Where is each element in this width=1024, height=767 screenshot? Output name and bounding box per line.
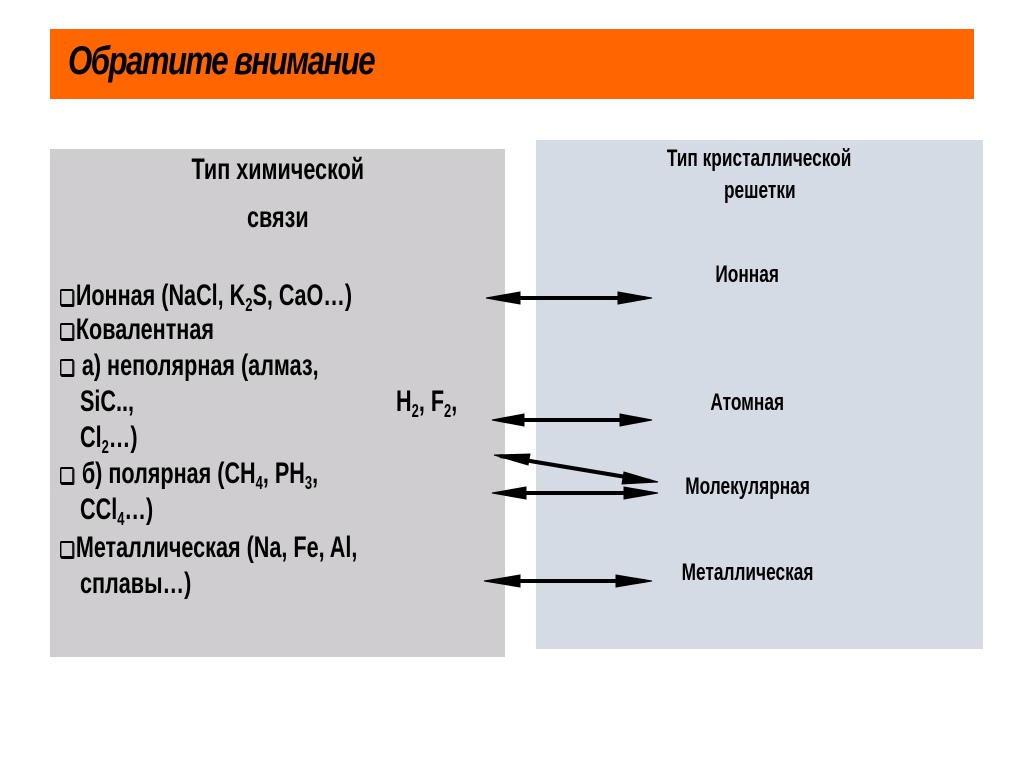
checkbox-bullet-icon	[60, 288, 74, 306]
lattice-label-metallic: Металлическая	[681, 559, 814, 586]
page-title: Обратите внимание	[68, 39, 376, 83]
lattice-label-molecular: Молекулярная	[685, 473, 810, 500]
lattice-label-atomic: Атомная	[710, 389, 785, 416]
list-item-metallic-cont: сплавы…)	[80, 567, 192, 600]
diagonal-arrow-icon	[493, 453, 659, 485]
list-item-nonpolar: а) неполярная (алмаз,	[60, 349, 419, 383]
list-item-nonpolar-formulas: H2, F2,	[396, 385, 458, 421]
double-arrow-icon	[491, 413, 653, 427]
chemical-bond-panel: Тип химической связи Ионная (NaCl, K2S, …	[50, 149, 505, 657]
left-panel-title-line1: Тип химической	[191, 153, 364, 186]
double-arrow-icon	[483, 574, 653, 588]
checkbox-bullet-icon	[60, 322, 74, 340]
list-item-metallic: Металлическая (Na, Fe, Al,	[60, 531, 473, 565]
list-item-nonpolar-end: Cl2…)	[80, 421, 138, 457]
double-arrow-icon	[485, 291, 653, 305]
header-banner: Обратите внимание	[50, 29, 974, 99]
checkbox-bullet-icon	[60, 358, 74, 376]
list-item-polar: б) полярная (CH4, PH3,	[60, 457, 418, 500]
checkbox-bullet-icon	[60, 540, 74, 558]
right-panel-title-line1: Тип кристаллической	[667, 145, 852, 172]
list-item-ionic: Ионная (NaCl, K2S, CaO…)	[60, 279, 466, 322]
list-item-covalent: Ковалентная	[60, 313, 274, 347]
checkbox-bullet-icon	[60, 466, 74, 484]
list-item-nonpolar-cont: SiC..,	[80, 385, 135, 418]
double-arrow-icon	[491, 486, 659, 500]
list-item-polar-cont: CCl4…)	[80, 493, 154, 529]
lattice-label-ionic: Ионная	[715, 261, 780, 288]
crystal-lattice-panel: Тип кристаллической решетки Ионная Атомн…	[536, 140, 983, 649]
left-panel-title-line2: связи	[246, 201, 309, 234]
right-panel-title-line2: решетки	[723, 177, 796, 204]
